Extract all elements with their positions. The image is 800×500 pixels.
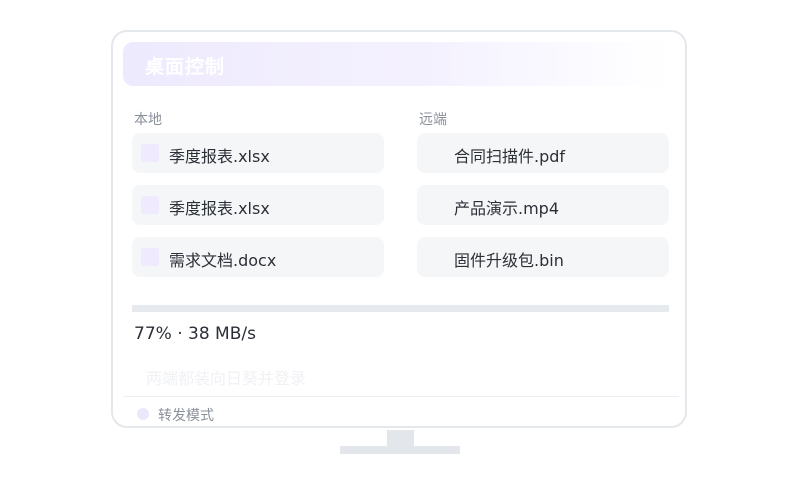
transfer-progress-fill	[132, 305, 546, 312]
local-column-label: 本地	[134, 112, 162, 128]
monitor-stand-base	[340, 446, 460, 454]
remote-file-name: 产品演示.mp4	[454, 199, 560, 218]
relay-mode-label[interactable]: 转发模式	[158, 408, 214, 424]
local-file-item[interactable]: 季度报表.xlsx	[132, 185, 384, 225]
footer-divider	[123, 396, 679, 397]
remote-file-item[interactable]: 产品演示.mp4	[417, 185, 669, 225]
transfer-status-text: 77% · 38 MB/s	[134, 324, 256, 344]
local-file-item[interactable]: 需求文档.docx	[132, 237, 384, 277]
local-file-name: 需求文档.docx	[169, 251, 277, 270]
hint-text: 两端都装向日葵并登录	[146, 369, 307, 388]
file-icon	[141, 248, 159, 266]
window-header: 桌面控制	[123, 42, 669, 86]
remote-file-name: 合同扫描件.pdf	[454, 147, 566, 166]
transfer-progress-bar	[132, 305, 669, 312]
local-file-name: 季度报表.xlsx	[169, 147, 270, 166]
remote-column-label: 远端	[419, 112, 447, 128]
local-file-name: 季度报表.xlsx	[169, 199, 270, 218]
file-icon	[141, 196, 159, 214]
radio-dot-icon[interactable]	[137, 408, 149, 420]
local-file-item[interactable]: 季度报表.xlsx	[132, 133, 384, 173]
monitor-stand-neck	[387, 430, 414, 446]
file-icon	[141, 144, 159, 162]
window-title: 桌面控制	[145, 56, 226, 78]
remote-file-name: 固件升级包.bin	[454, 251, 564, 270]
remote-file-item[interactable]: 固件升级包.bin	[417, 237, 669, 277]
monitor-frame: 桌面控制 本地 远端 季度报表.xlsx 季度报表.xlsx 需求文档.docx…	[111, 30, 687, 428]
remote-file-item[interactable]: 合同扫描件.pdf	[417, 133, 669, 173]
